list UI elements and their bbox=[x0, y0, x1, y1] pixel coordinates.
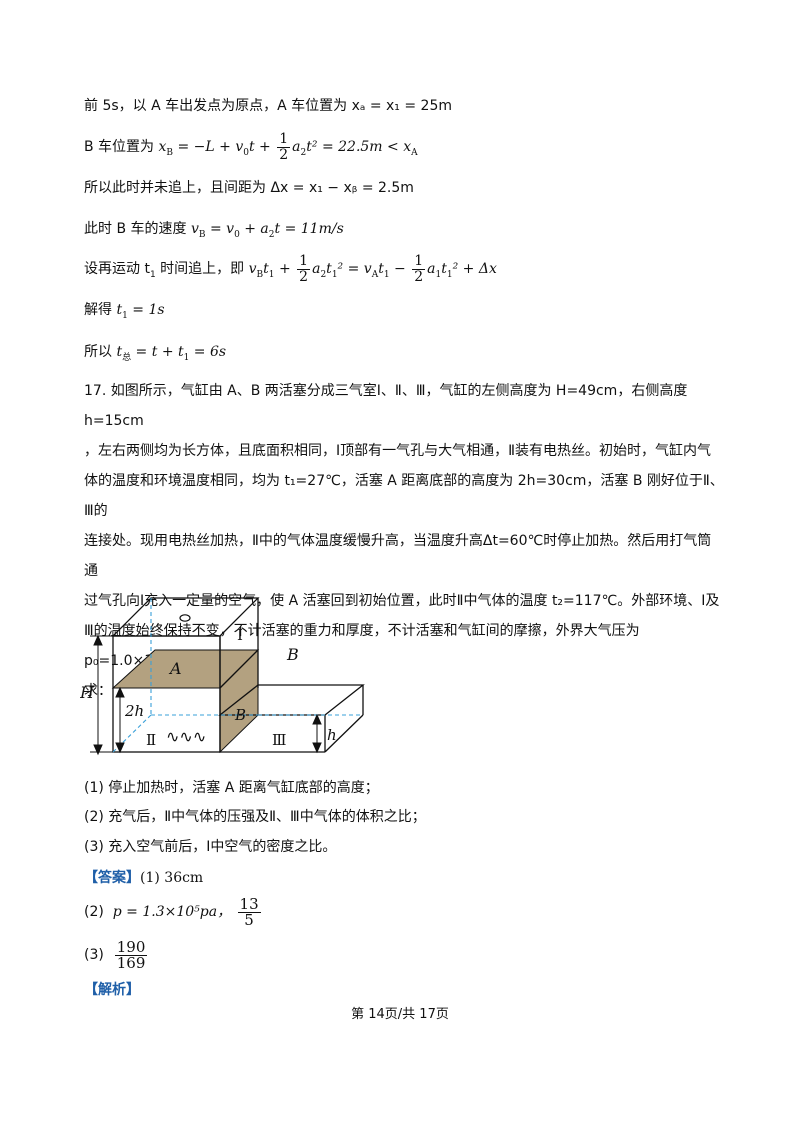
label-chamber-iii: Ⅲ bbox=[272, 731, 286, 749]
label-piston-a: A bbox=[168, 659, 182, 678]
heater-coil: ∿∿∿ bbox=[166, 727, 206, 746]
problem-line: 连接处。现用电热丝加热，Ⅱ中的气体温度缓慢升高，当温度升高Δt=60℃时停止加热… bbox=[84, 533, 712, 579]
solution-line-6: 解得 t1 = 1s bbox=[84, 302, 165, 321]
air-hole bbox=[179, 614, 191, 622]
answer-line-1: 【答案】(1) 36cm bbox=[84, 870, 204, 886]
label-piston-b: B bbox=[234, 706, 246, 724]
dimension-2h bbox=[115, 686, 125, 754]
problem-line: 体的温度和环境温度相同，均为 t₁=27℃，活塞 A 距离底部的高度为 2h=3… bbox=[84, 473, 724, 519]
cylinder-diagram: Ⅰ A B B H 2h Ⅱ ∿∿∿ Ⅲ h bbox=[80, 597, 365, 756]
problem-line: 17. 如图所示，气缸由 A、B 两活塞分成三气室Ⅰ、Ⅱ、Ⅲ，气缸的左侧高度为 … bbox=[84, 383, 688, 429]
problem-line: ，左右两侧均为长方体，且底面积相同，Ⅰ顶部有一气孔与大气相通，Ⅱ装有电热丝。初始… bbox=[84, 443, 712, 459]
label-2h: 2h bbox=[124, 702, 144, 720]
solution-line-3: 所以此时并未追上，且间距为 Δx = x₁ − xᵦ = 2.5m bbox=[84, 180, 414, 196]
problem-17: 17. 如图所示，气缸由 A、B 两活塞分成三气室Ⅰ、Ⅱ、Ⅲ，气缸的左侧高度为 … bbox=[84, 376, 724, 706]
solution-line-1: 前 5s，以 A 车出发点为原点，A 车位置为 xₐ = x₁ = 25m bbox=[84, 98, 452, 114]
label-outside-b: B bbox=[286, 645, 299, 664]
solution-line-7: 所以 t总 = t + t1 = 6s bbox=[84, 344, 227, 363]
dimension-h-big bbox=[90, 634, 113, 756]
question-3: (3) 充入空气前后，Ⅰ中空气的密度之比。 bbox=[84, 839, 337, 855]
problem-line: 过气孔向Ⅰ充入一定量的空气，使 A 活塞回到初始位置，此时Ⅱ中气体的温度 t₂=… bbox=[84, 593, 720, 609]
label-chamber-ii: Ⅱ bbox=[146, 731, 156, 749]
question-1: (1) 停止加热时，活塞 A 距离气缸底部的高度； bbox=[84, 780, 379, 796]
solution-line-4: 此时 B 车的速度 vB = v0 + a2t = 11m/s bbox=[84, 221, 344, 240]
answer-tag: 【答案】 bbox=[84, 870, 140, 886]
label-chamber-i: Ⅰ bbox=[237, 626, 243, 644]
label-H: H bbox=[80, 683, 95, 702]
page-footer: 第 14页/共 17页 bbox=[351, 1007, 449, 1022]
label-h: h bbox=[327, 726, 337, 744]
analysis-tag: 【解析】 bbox=[84, 982, 140, 998]
question-2: (2) 充气后，Ⅱ中气体的压强及Ⅱ、Ⅲ中气体的体积之比； bbox=[84, 809, 426, 825]
dimension-h-small bbox=[312, 713, 322, 754]
